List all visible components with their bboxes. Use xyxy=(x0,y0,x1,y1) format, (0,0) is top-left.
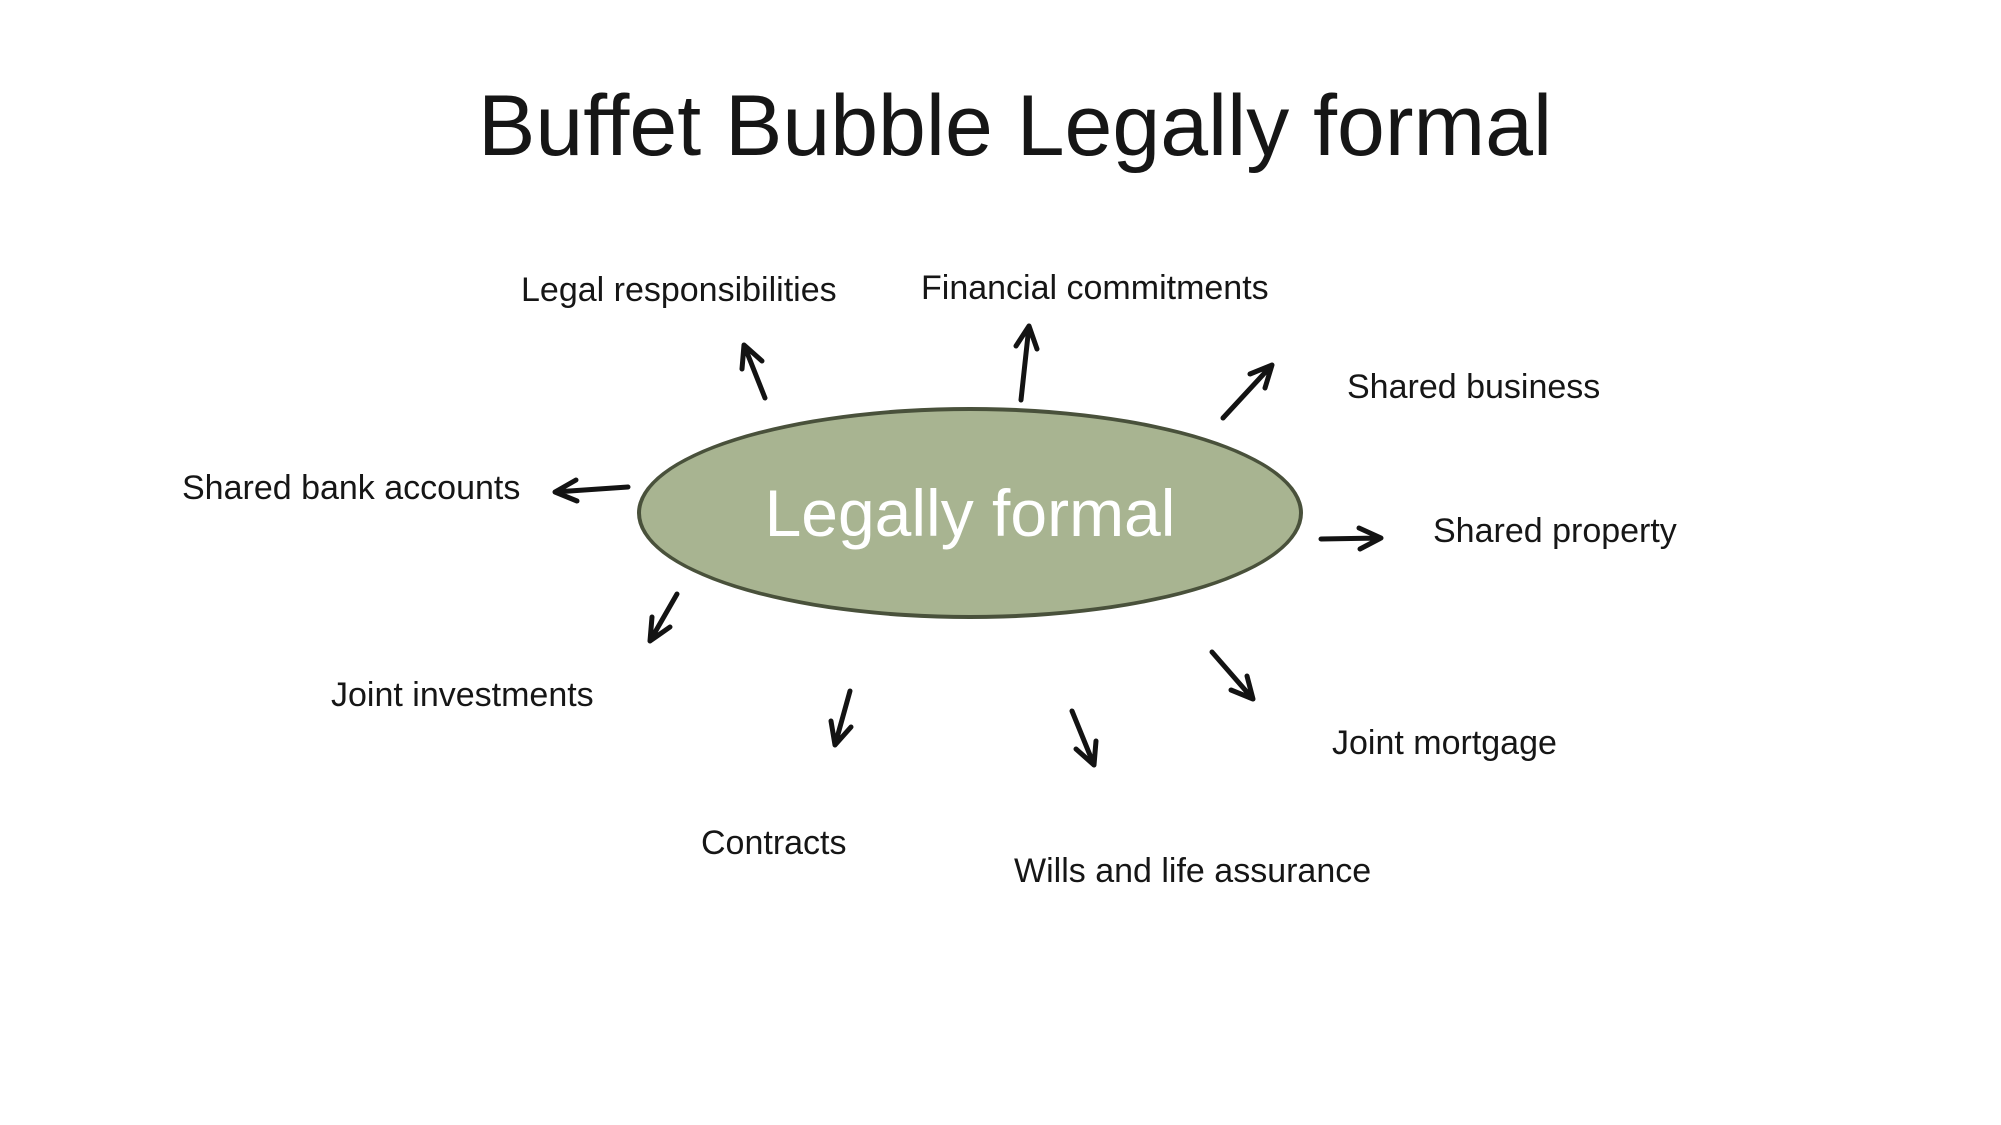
arrow-down-wills-life-assurance xyxy=(1069,708,1099,768)
node-label-financial-commitments: Financial commitments xyxy=(921,269,1269,307)
arrow-down-contracts xyxy=(828,688,854,748)
center-bubble-ellipse: Legally formal xyxy=(637,407,1303,619)
node-label-joint-mortgage: Joint mortgage xyxy=(1332,724,1557,762)
arrow-left-shared-bank-accounts xyxy=(552,477,631,504)
node-label-wills-life-assurance: Wills and life assurance xyxy=(1014,852,1372,890)
arrow-right-shared-property xyxy=(1318,525,1384,552)
arrow-up-left-legal-responsibilities xyxy=(739,342,768,401)
node-label-legal-responsibilities: Legal responsibilities xyxy=(521,271,837,309)
node-label-contracts: Contracts xyxy=(701,824,847,862)
node-label-joint-investments: Joint investments xyxy=(331,676,594,714)
arrow-down-left-joint-investments xyxy=(647,591,680,644)
center-bubble-label: Legally formal xyxy=(764,476,1176,550)
slide-title: Buffet Bubble Legally formal xyxy=(478,78,1553,174)
node-label-shared-bank-accounts: Shared bank accounts xyxy=(182,469,521,507)
node-label-shared-property: Shared property xyxy=(1433,512,1677,550)
arrow-down-right-joint-mortgage xyxy=(1209,649,1256,702)
node-label-shared-business: Shared business xyxy=(1347,368,1601,406)
arrow-up-financial-commitments xyxy=(1013,323,1040,403)
arrow-up-right-shared-business xyxy=(1220,362,1275,421)
